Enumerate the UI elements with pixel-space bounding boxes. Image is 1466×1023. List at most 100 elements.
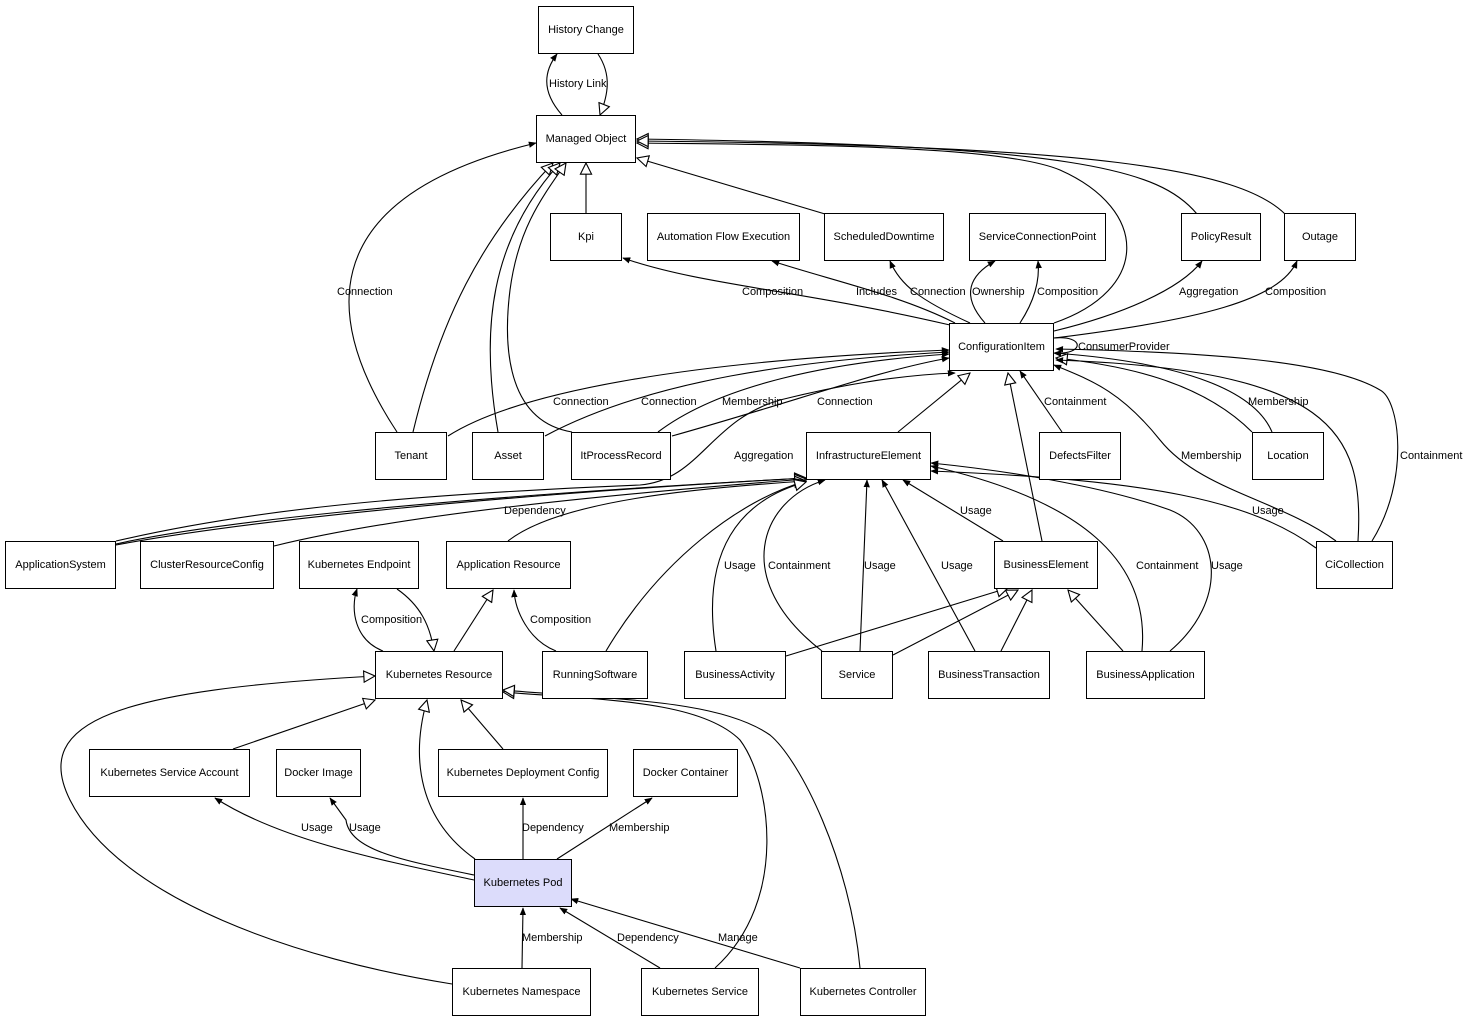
node-kpi[interactable]: Kpi [550, 213, 622, 261]
node-kubernetes-service-account[interactable]: Kubernetes Service Account [89, 749, 250, 797]
node-kubernetes-endpoint[interactable]: Kubernetes Endpoint [299, 541, 419, 589]
node-label: ItProcessRecord [580, 450, 662, 462]
node-service-connection-point[interactable]: ServiceConnectionPoint [969, 213, 1106, 261]
node-service[interactable]: Service [821, 651, 893, 699]
node-label: History Change [548, 24, 624, 36]
node-label: BusinessTransaction [938, 669, 1040, 681]
edge-label: Containment [1400, 450, 1462, 462]
node-history-change[interactable]: History Change [538, 6, 634, 54]
edge-ba-ie [712, 482, 806, 652]
node-label: PolicyResult [1190, 231, 1252, 243]
edge-label: Usage [301, 822, 333, 834]
edge-label: Ownership [972, 286, 1025, 298]
node-kubernetes-service[interactable]: Kubernetes Service [641, 968, 759, 1016]
edge-label: Usage [941, 560, 973, 572]
edge-pod-dc [556, 797, 653, 860]
edge-ie-ci [897, 373, 970, 433]
edge-label: Connection [817, 396, 873, 408]
edge-bt-ie [881, 479, 976, 652]
edge-pod-di [329, 797, 475, 876]
edge-ns-pod [519, 907, 527, 969]
node-tenant[interactable]: Tenant [375, 432, 447, 480]
node-label: Outage [1301, 231, 1339, 243]
edge-label: Manage [718, 932, 758, 944]
edge-cicol-ci-c [1055, 345, 1399, 542]
node-label: Managed Object [545, 133, 627, 145]
edge-label: Aggregation [734, 450, 793, 462]
node-kubernetes-deployment-config[interactable]: Kubernetes Deployment Config [438, 749, 608, 797]
edge-label: Usage [1211, 560, 1243, 572]
node-defects-filter[interactable]: DefectsFilter [1039, 432, 1121, 480]
node-label: DefectsFilter [1049, 450, 1111, 462]
node-business-activity[interactable]: BusinessActivity [684, 651, 786, 699]
edge-kc-pod [570, 898, 801, 969]
edge-label: Connection [641, 396, 697, 408]
node-label: BusinessElement [1003, 559, 1089, 571]
node-running-software[interactable]: RunningSoftware [542, 651, 648, 699]
node-scheduled-downtime[interactable]: ScheduledDowntime [824, 213, 944, 261]
edge-rs-ie [605, 481, 806, 652]
edge-ci-scp-own [969, 260, 996, 324]
node-label: Docker Image [284, 767, 353, 779]
edge-tenant-ci [447, 347, 950, 437]
node-label: Kubernetes Resource [385, 669, 493, 681]
node-kubernetes-pod[interactable]: Kubernetes Pod [474, 859, 572, 907]
edge-ke-kr [396, 588, 434, 651]
node-managed-object[interactable]: Managed Object [536, 115, 636, 163]
node-it-process-record[interactable]: ItProcessRecord [571, 432, 671, 480]
node-ci-collection[interactable]: CiCollection [1316, 541, 1393, 589]
node-docker-container[interactable]: Docker Container [633, 749, 738, 797]
edge-asset-ci [544, 349, 950, 437]
edge-history-link [546, 53, 563, 116]
node-location[interactable]: Location [1252, 432, 1324, 480]
edge-ci-kpi [622, 257, 951, 326]
edge-location-ci-a [1056, 358, 1253, 433]
node-policy-result[interactable]: PolicyResult [1181, 213, 1261, 261]
node-business-transaction[interactable]: BusinessTransaction [928, 651, 1050, 699]
node-cluster-resource-config[interactable]: ClusterResourceConfig [140, 541, 274, 589]
edge-cicol-ci-b [1055, 357, 1360, 542]
node-docker-image[interactable]: Docker Image [276, 749, 361, 797]
node-label: CiCollection [1325, 559, 1384, 571]
edge-label: Membership [522, 932, 583, 944]
edge-ci-scp-comp [1019, 260, 1042, 324]
edge-be-ie [902, 479, 1004, 542]
edge-itpr-mo [506, 163, 573, 433]
edges [60, 53, 1399, 985]
edge-label: Dependency [504, 505, 566, 517]
node-business-element[interactable]: BusinessElement [994, 541, 1098, 589]
edge-history-inherit [597, 53, 607, 115]
node-configuration-item[interactable]: ConfigurationItem [949, 323, 1054, 371]
node-application-system[interactable]: ApplicationSystem [5, 541, 116, 589]
edge-ar-ie [507, 481, 806, 542]
node-label: Kubernetes Service [652, 986, 748, 998]
node-business-application[interactable]: BusinessApplication [1086, 651, 1205, 699]
edge-ci-sd [889, 260, 971, 324]
node-kubernetes-controller[interactable]: Kubernetes Controller [800, 968, 926, 1016]
node-kubernetes-resource[interactable]: Kubernetes Resource [375, 651, 503, 699]
node-automation-flow-execution[interactable]: Automation Flow Execution [647, 213, 800, 261]
node-label: Asset [494, 450, 522, 462]
edge-rs-ar [511, 589, 557, 652]
edge-label: Usage [1252, 505, 1284, 517]
node-label: ServiceConnectionPoint [978, 231, 1097, 243]
edge-ci-afe [771, 260, 956, 324]
edge-label: Dependency [522, 822, 584, 834]
edge-ba-be [785, 588, 1008, 657]
node-asset[interactable]: Asset [472, 432, 544, 480]
edge-sd-mo [637, 158, 826, 215]
edge-ks-pod [559, 907, 661, 969]
edge-label: Dependency [617, 932, 679, 944]
node-outage[interactable]: Outage [1284, 213, 1356, 261]
edge-label: Membership [722, 396, 783, 408]
node-label: InfrastructureElement [815, 450, 922, 462]
edge-cicol-ci-a [1053, 364, 1337, 542]
edge-label: Membership [609, 822, 670, 834]
edge-kr-ke [351, 588, 384, 652]
node-infrastructure-element[interactable]: InfrastructureElement [806, 432, 931, 480]
node-kubernetes-namespace[interactable]: Kubernetes Namespace [452, 968, 591, 1016]
edge-bapp-be [1068, 590, 1124, 652]
node-application-resource[interactable]: Application Resource [446, 541, 571, 589]
edge-ci-self [1053, 337, 1078, 357]
